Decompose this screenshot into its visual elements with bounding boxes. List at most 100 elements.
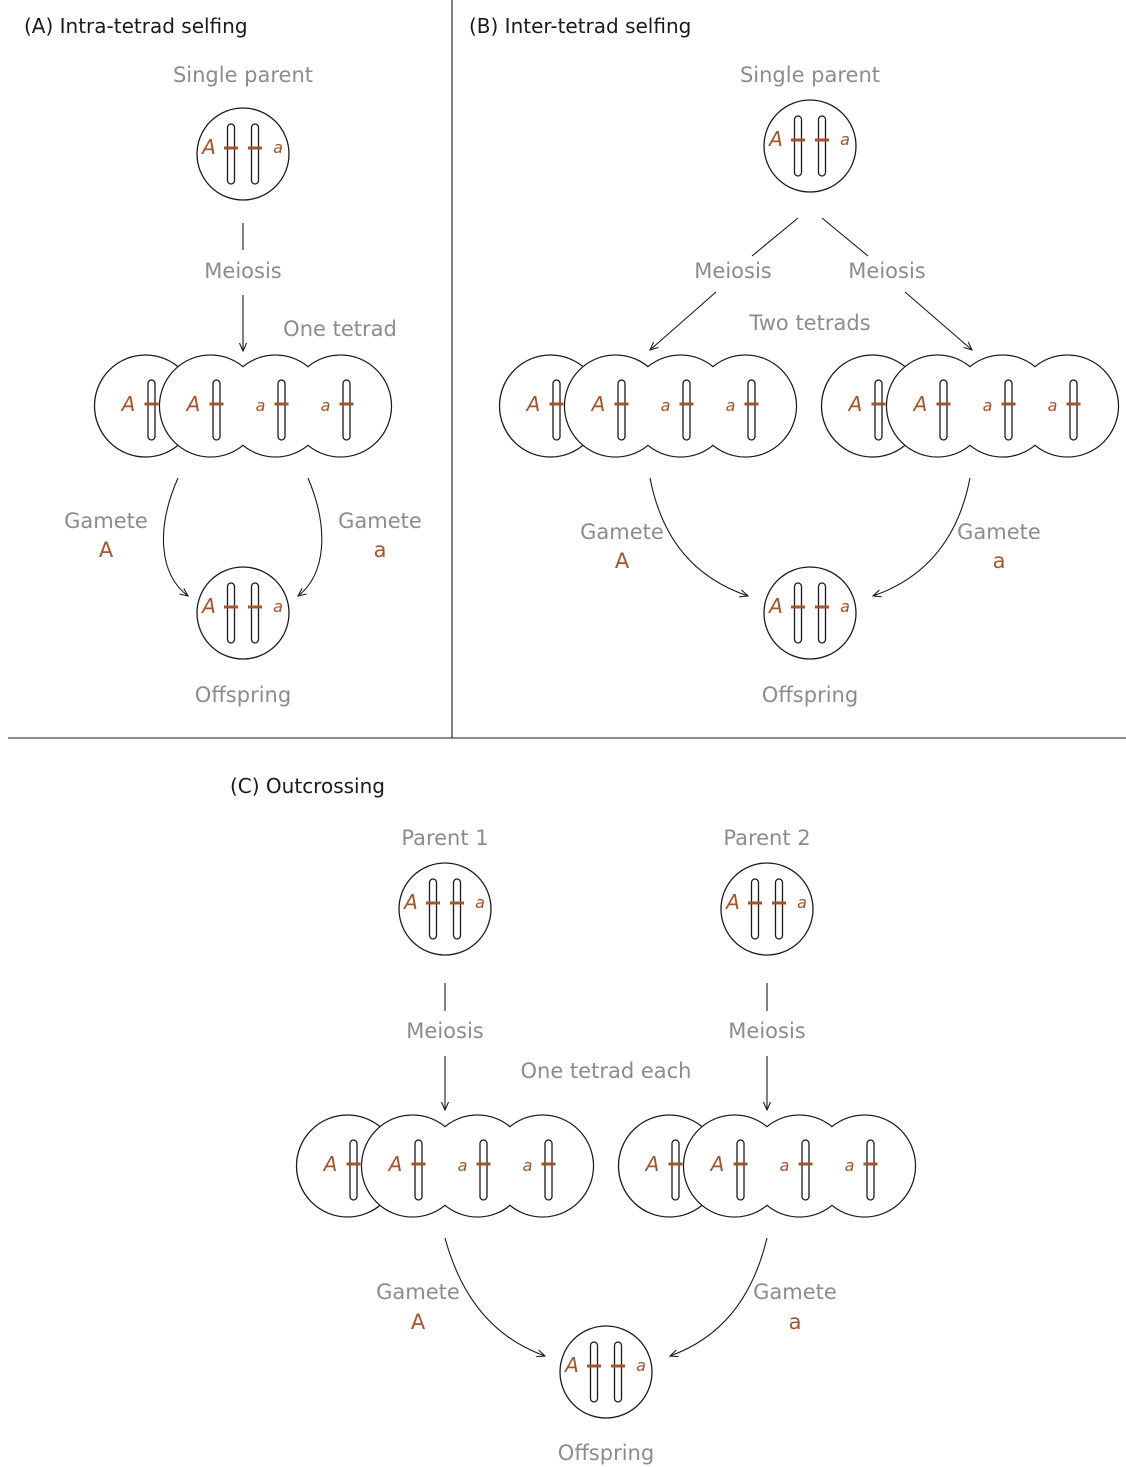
chromosome xyxy=(226,123,236,185)
panel-c-offspring-label: Offspring xyxy=(558,1441,654,1465)
chromosome xyxy=(428,878,438,940)
panel-c-meiosis-left-label: Meiosis xyxy=(406,1019,483,1043)
chromosome xyxy=(817,115,827,177)
allele-label-dominant: A xyxy=(724,890,740,914)
spore-chromosome xyxy=(277,379,286,441)
spore-chromosome xyxy=(747,379,756,441)
panel-c-meiosis-right-label: Meiosis xyxy=(728,1019,805,1043)
spore-fill xyxy=(290,355,391,457)
panel-b-meiosis-right-label: Meiosis xyxy=(848,259,925,283)
spore-chromosome xyxy=(801,1139,810,1201)
cell-outline xyxy=(196,107,290,201)
spore-allele-dominant: A xyxy=(185,392,201,416)
spore-chromosome xyxy=(939,379,948,441)
spore-allele-dominant: A xyxy=(847,392,863,416)
spore-allele-dominant: A xyxy=(590,392,606,416)
spore-chromosome xyxy=(212,379,221,441)
panel-c-gamete-right-label: Gamete xyxy=(753,1280,837,1304)
panel-a-parent-label: Single parent xyxy=(173,63,313,87)
allele-label-recessive: a xyxy=(273,597,283,616)
chromosome xyxy=(774,878,784,940)
panel-b-gamete-left-label: Gamete xyxy=(580,520,664,544)
panel-c-gamete-right-arrow xyxy=(670,1237,768,1356)
tetrad-outline xyxy=(93,354,393,458)
panel-a-offspring-label: Offspring xyxy=(195,683,291,707)
chromosome xyxy=(589,1341,599,1403)
panel-c-parent1-label: Parent 1 xyxy=(401,826,488,850)
spore-allele-recessive: a xyxy=(983,396,993,415)
panel-b: (B) Inter-tetrad selfing Single parent A… xyxy=(469,14,1120,707)
panel-c-tetrad-label: One tetrad each xyxy=(521,1059,692,1083)
spore-allele-dominant: A xyxy=(322,1152,338,1176)
spore-allele-recessive: a xyxy=(458,1156,468,1175)
panel-c-gamete-left-label: Gamete xyxy=(376,1280,460,1304)
spore-fill xyxy=(1017,355,1118,457)
panel-c-parent2-label: Parent 2 xyxy=(723,826,810,850)
panel-b-gamete-right-label: Gamete xyxy=(957,520,1041,544)
panel-a-gamete-left-allele: A xyxy=(99,538,114,562)
spore-fill xyxy=(814,1115,915,1217)
tetrad-outline xyxy=(820,354,1120,458)
spore-allele-recessive: a xyxy=(845,1156,855,1175)
spore-chromosome xyxy=(617,379,626,441)
panel-a-gamete-right-arrow xyxy=(298,477,323,596)
spore-chromosome xyxy=(552,379,561,441)
allele-label-dominant: A xyxy=(767,127,783,151)
cell-outline xyxy=(763,566,857,660)
tetrad-outline xyxy=(498,354,798,458)
cell-outline xyxy=(720,862,814,956)
panel-b-meiosis-right-line xyxy=(821,217,869,257)
cell-outline xyxy=(763,99,857,193)
panel-a-gamete-right-allele: a xyxy=(374,538,387,562)
spore-allele-dominant: A xyxy=(387,1152,403,1176)
allele-label-dominant: A xyxy=(200,594,216,618)
chromosome xyxy=(793,582,803,644)
panel-b-gamete-left-allele: A xyxy=(615,549,630,573)
panel-a-title: (A) Intra-tetrad selfing xyxy=(24,14,248,38)
chromosome xyxy=(250,123,260,185)
panel-b-meiosis-left-arrow xyxy=(650,291,717,350)
allele-label-recessive: a xyxy=(840,597,850,616)
cell-outline xyxy=(196,566,290,660)
spore-chromosome xyxy=(349,1139,358,1201)
spore-chromosome xyxy=(874,379,883,441)
spore-fill xyxy=(695,355,796,457)
allele-label-dominant: A xyxy=(200,135,216,159)
spore-chromosome xyxy=(1004,379,1013,441)
spore-allele-dominant: A xyxy=(709,1152,725,1176)
panel-a-gamete-right-label: Gamete xyxy=(338,509,422,533)
chromosome xyxy=(793,115,803,177)
cell-outline xyxy=(559,1325,653,1419)
chromosome xyxy=(817,582,827,644)
cell-outline xyxy=(398,862,492,956)
panel-b-gamete-right-arrow xyxy=(873,477,971,596)
panel-b-meiosis-left-label: Meiosis xyxy=(694,259,771,283)
allele-label-recessive: a xyxy=(840,130,850,149)
chromosome xyxy=(226,582,236,644)
panel-b-tetrad-label: Two tetrads xyxy=(748,311,870,335)
spore-chromosome xyxy=(147,379,156,441)
panel-b-title: (B) Inter-tetrad selfing xyxy=(469,14,691,38)
spore-chromosome xyxy=(414,1139,423,1201)
spore-chromosome xyxy=(736,1139,745,1201)
panel-b-meiosis-left-line xyxy=(751,217,799,257)
allele-label-recessive: a xyxy=(636,1356,646,1375)
tetrad-outline xyxy=(295,1114,595,1218)
panel-c-gamete-right-allele: a xyxy=(789,1310,802,1334)
panel-b-gamete-right-allele: a xyxy=(993,549,1006,573)
spore-allele-recessive: a xyxy=(780,1156,790,1175)
chromosome xyxy=(452,878,462,940)
